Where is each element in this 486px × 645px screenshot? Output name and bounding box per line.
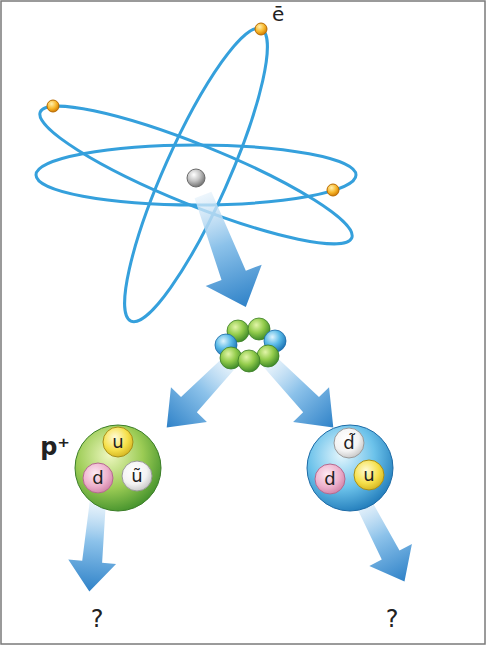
quark-letter: u: [112, 432, 123, 453]
particle-symbol: ē: [272, 3, 284, 26]
quark-circle: d: [314, 463, 346, 495]
nucleus-dot: [187, 169, 205, 187]
quark-circle-shape: [315, 464, 345, 494]
quark-circle: d: [82, 462, 114, 494]
quark-circle: d̃: [333, 427, 365, 459]
quark-circle-shape: [334, 428, 364, 458]
quark-circle: u: [353, 459, 385, 491]
electron-dot: [47, 100, 59, 112]
neutron-circle-shape: [307, 425, 393, 511]
arrow-shape: [175, 184, 274, 318]
particle-label: p⁺: [40, 434, 70, 462]
quark-letter: d: [324, 469, 335, 490]
arrow-shape: [65, 498, 121, 594]
quark-letter: d̃: [343, 433, 354, 454]
nucleon-ball: [238, 350, 260, 372]
arrow-shape: [149, 343, 250, 445]
quark-circle: u: [102, 426, 134, 458]
electron-dot: [255, 23, 267, 35]
quark-letter: ũ: [131, 466, 142, 487]
electron-orbit: [102, 16, 291, 334]
quark-letter: d: [92, 468, 103, 489]
proton-circle: p⁺udũ: [74, 424, 162, 512]
quark-circle-shape: [122, 461, 152, 491]
quark-circle-shape: [354, 460, 384, 490]
quark-circle: ũ: [121, 460, 153, 492]
neutron-circle: d̃ d u: [306, 424, 394, 512]
electron-orbit: [29, 84, 363, 265]
quark-circle-shape: [83, 463, 113, 493]
quark-circle-shape: [103, 427, 133, 457]
question-mark: ?: [386, 606, 399, 634]
electron-dot: [327, 184, 339, 196]
quark-letter: u: [363, 465, 374, 486]
question-mark: ?: [91, 606, 104, 634]
proton-circle-shape: [75, 425, 161, 511]
nucleon-ball: [257, 345, 279, 367]
